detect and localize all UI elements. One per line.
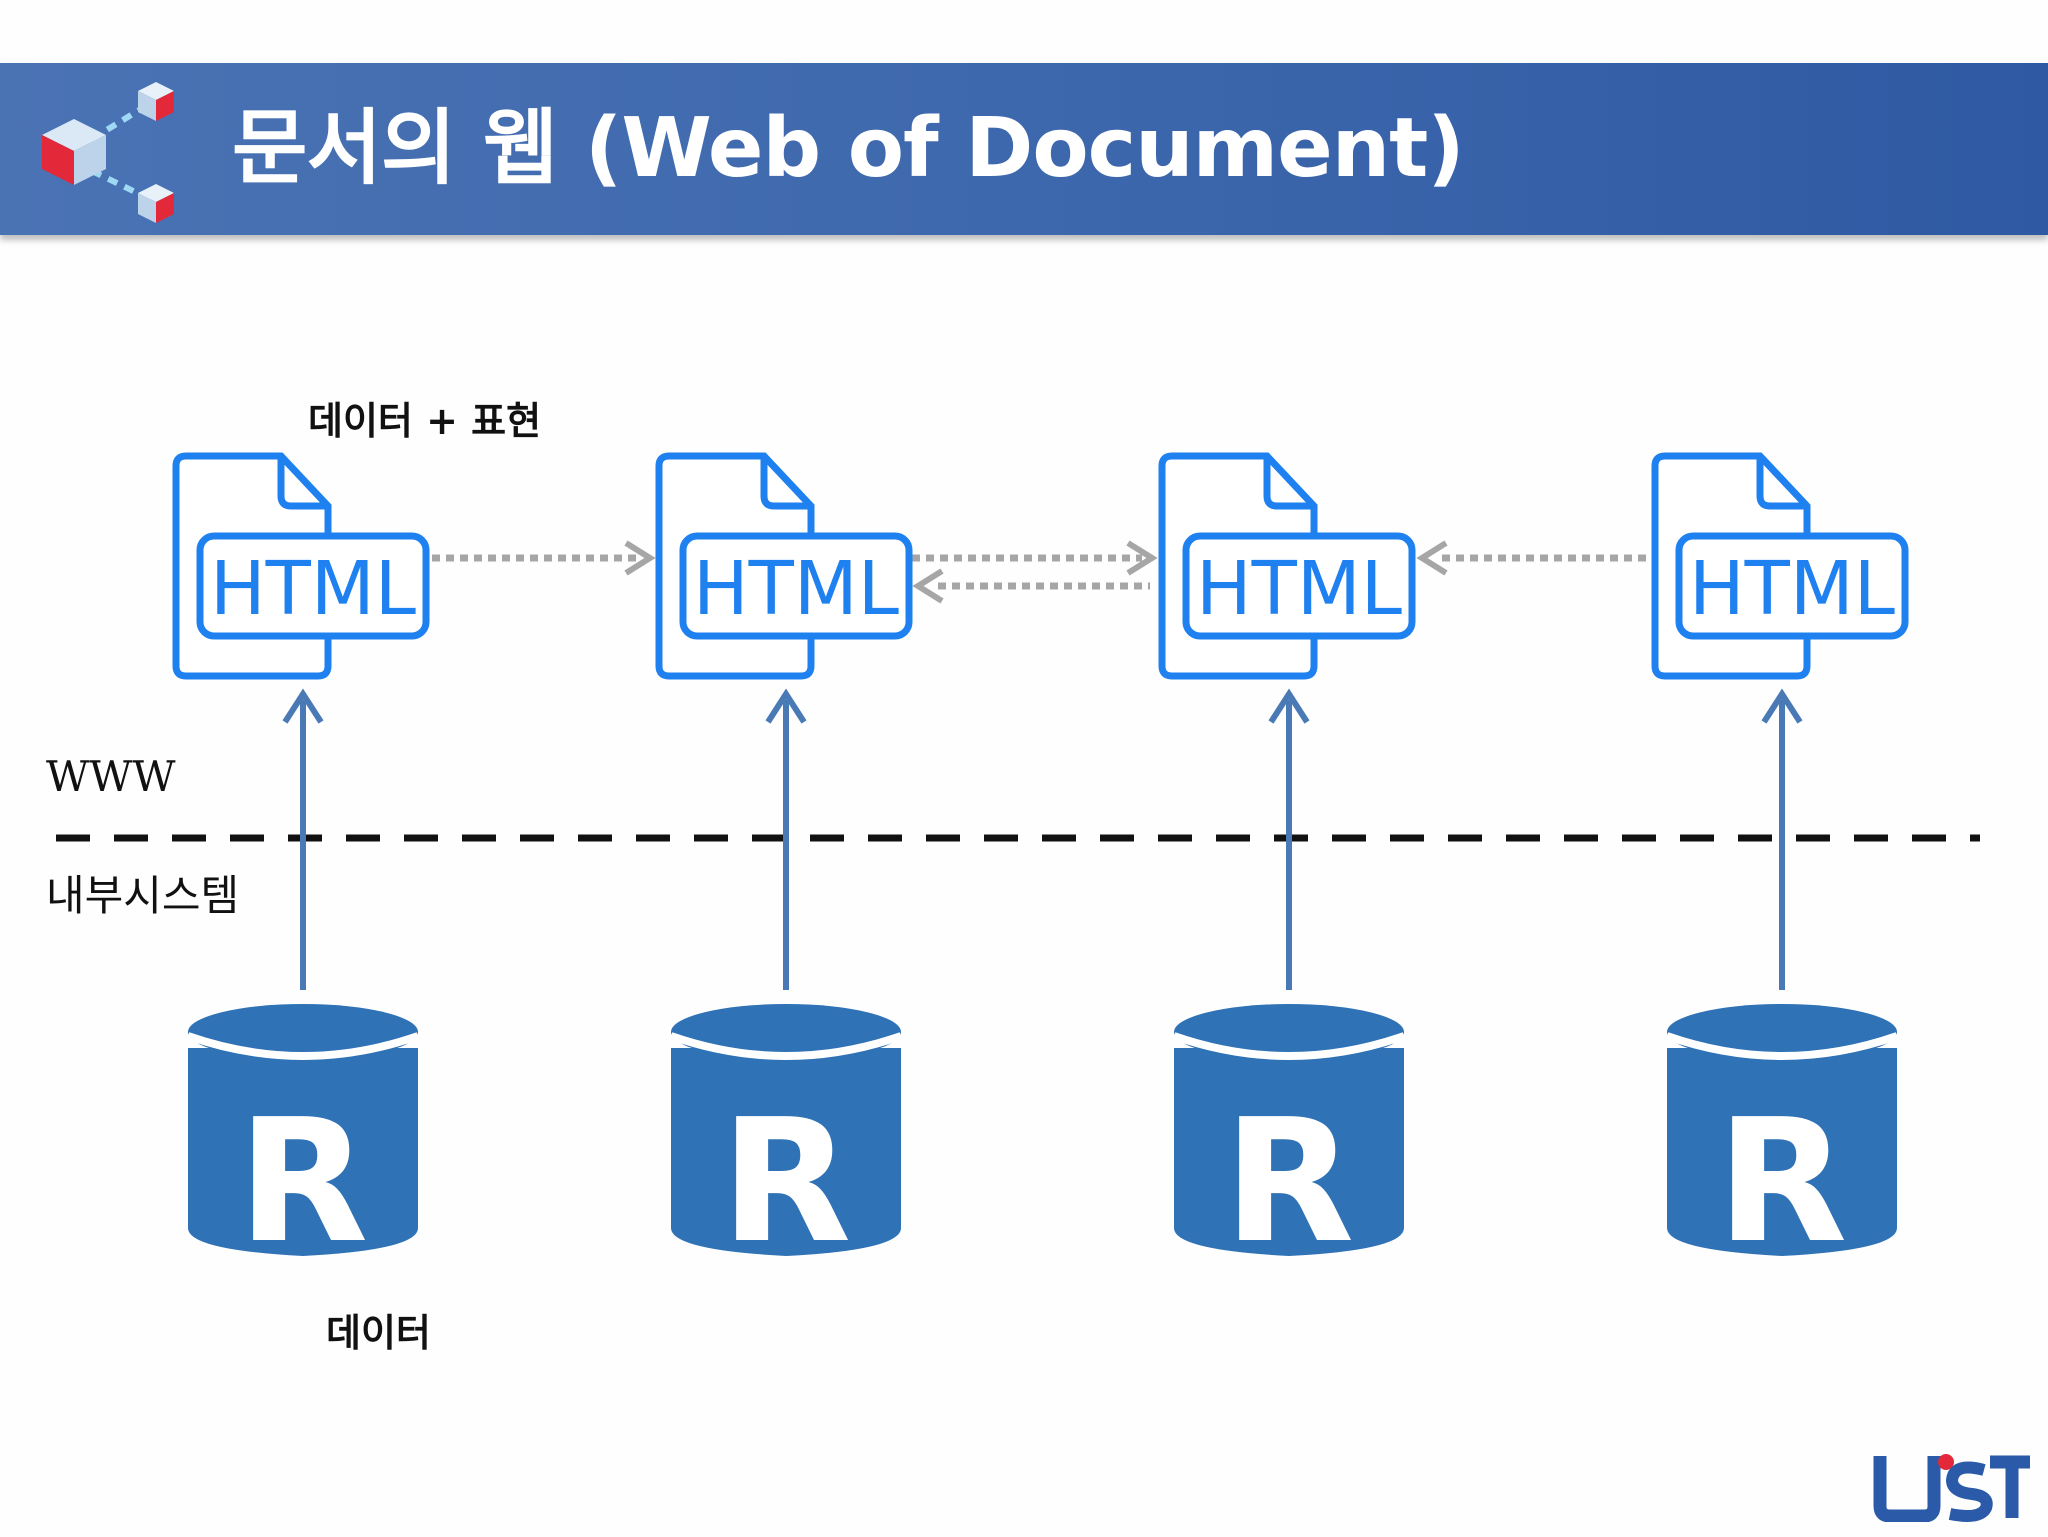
internal-system-layer-label: 내부시스템 (46, 871, 240, 920)
data-plus-representation-label: 데이터 + 표현 (308, 399, 542, 443)
html-document-4: HTML (1655, 456, 1909, 676)
link-doc2-to-doc3 (912, 540, 1158, 576)
arrow-up-1 (282, 688, 324, 990)
html-document-3-label: HTML (1196, 546, 1402, 632)
html-document-1-label: HTML (210, 546, 416, 632)
database-2: R (671, 1004, 901, 1281)
database-4: R (1667, 1004, 1897, 1281)
slide-title: 문서의 웹 (Web of Document) (232, 101, 1465, 196)
database-2-label: R (721, 1083, 852, 1281)
html-document-2-label: HTML (693, 546, 899, 632)
title-bar: 문서의 웹 (Web of Document) (0, 63, 2048, 235)
data-label: 데이터 (326, 1311, 431, 1355)
html-document-4-label: HTML (1689, 546, 1895, 632)
link-doc4-to-doc3 (1416, 540, 1650, 576)
network-cubes-icon (42, 82, 174, 223)
arrow-up-2 (765, 688, 807, 990)
ust-logo-mark (1873, 1454, 2030, 1523)
database-1-label: R (238, 1083, 369, 1281)
link-doc1-to-doc2 (432, 540, 656, 576)
database-3-label: R (1224, 1083, 1355, 1281)
ust-logo (1872, 1450, 2032, 1523)
html-document-2: HTML (659, 456, 913, 676)
arrow-up-3 (1268, 688, 1310, 990)
database-3: R (1174, 1004, 1404, 1281)
html-document-3: HTML (1162, 456, 1416, 676)
html-document-1: HTML (176, 456, 430, 676)
arrow-up-4 (1761, 688, 1803, 990)
database-1: R (188, 1004, 418, 1281)
www-layer-label: WWW (46, 752, 176, 801)
link-doc3-to-doc2 (912, 568, 1150, 604)
database-4-label: R (1717, 1083, 1848, 1281)
